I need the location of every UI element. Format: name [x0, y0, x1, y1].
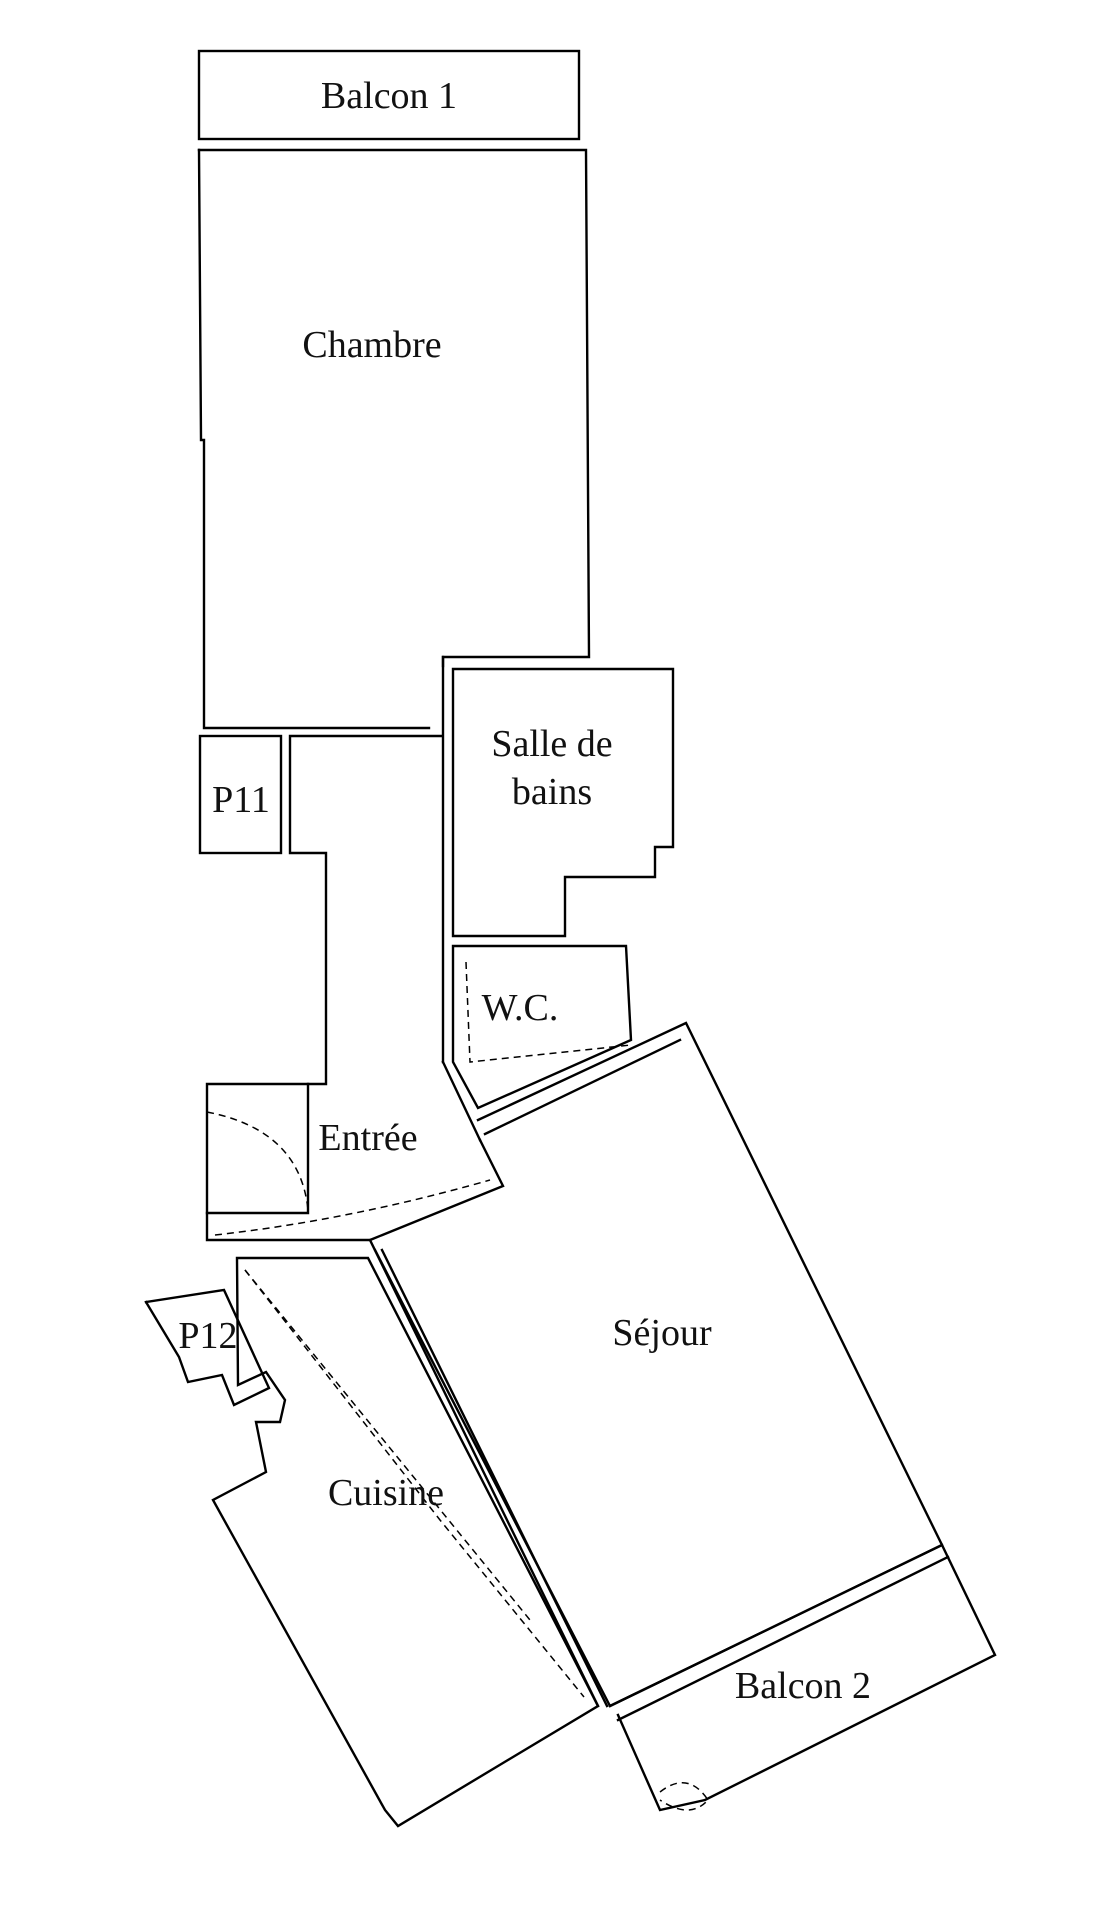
sejour-cuisine-wall-2: [380, 1248, 609, 1708]
balcon-2-label: Balcon 2: [735, 1665, 871, 1707]
cuisine-diagonal: [244, 1269, 585, 1698]
cuisine-outline: [211, 1256, 600, 1828]
room-chambre: Chambre: [197, 148, 591, 1064]
room-p12: P12: [144, 1288, 271, 1407]
sejour-outline: [373, 1021, 944, 1708]
chambre-outline: [197, 148, 591, 1064]
sejour-outline-inner: [483, 1038, 682, 1136]
cuisine-label: Cuisine: [328, 1472, 444, 1514]
sejour-label: Séjour: [612, 1312, 712, 1354]
p12-label: P12: [178, 1315, 237, 1357]
room-entree: Entrée: [205, 734, 505, 1242]
sejour-cuisine-wall: [368, 1238, 600, 1708]
wc-outline: [451, 944, 633, 1110]
chambre-label: Chambre: [302, 324, 441, 366]
p12-outline: [144, 1288, 271, 1407]
p11-outline: [198, 734, 283, 855]
balcon-2-outline: [608, 1543, 997, 1812]
room-cuisine: Cuisine: [211, 1256, 600, 1828]
entree-inner-wall: [441, 1060, 482, 1142]
wc-label: W.C.: [482, 987, 559, 1029]
chambre-outline-left: [197, 148, 431, 730]
salle-de-bains-label-line1: Salle de: [491, 723, 612, 765]
balcon-1-outline: [197, 49, 581, 141]
room-wc: W.C.: [451, 944, 633, 1110]
entree-label: Entrée: [318, 1117, 417, 1159]
entree-counter: [205, 1082, 310, 1215]
balcon-2-door-swing: [659, 1782, 709, 1811]
balcon-2-divider: [616, 1555, 950, 1722]
salle-de-bains-label-line2: bains: [512, 771, 592, 813]
entree-door-swing: [206, 1111, 309, 1211]
cuisine-diagonal-2: [244, 1269, 531, 1621]
wc-door-swing: [465, 961, 632, 1063]
room-balcon-2: Balcon 2: [608, 1543, 997, 1812]
salle-de-bains-outline: [451, 667, 675, 938]
entree-door-swing-2: [214, 1179, 491, 1236]
balcon-1-label: Balcon 1: [321, 75, 457, 117]
p11-label: P11: [212, 779, 270, 821]
entree-outline: [205, 734, 505, 1242]
room-balcon-1: Balcon 1: [197, 49, 581, 141]
room-p11: P11: [198, 734, 283, 855]
room-salle-de-bains: Salle de bains: [441, 655, 675, 938]
